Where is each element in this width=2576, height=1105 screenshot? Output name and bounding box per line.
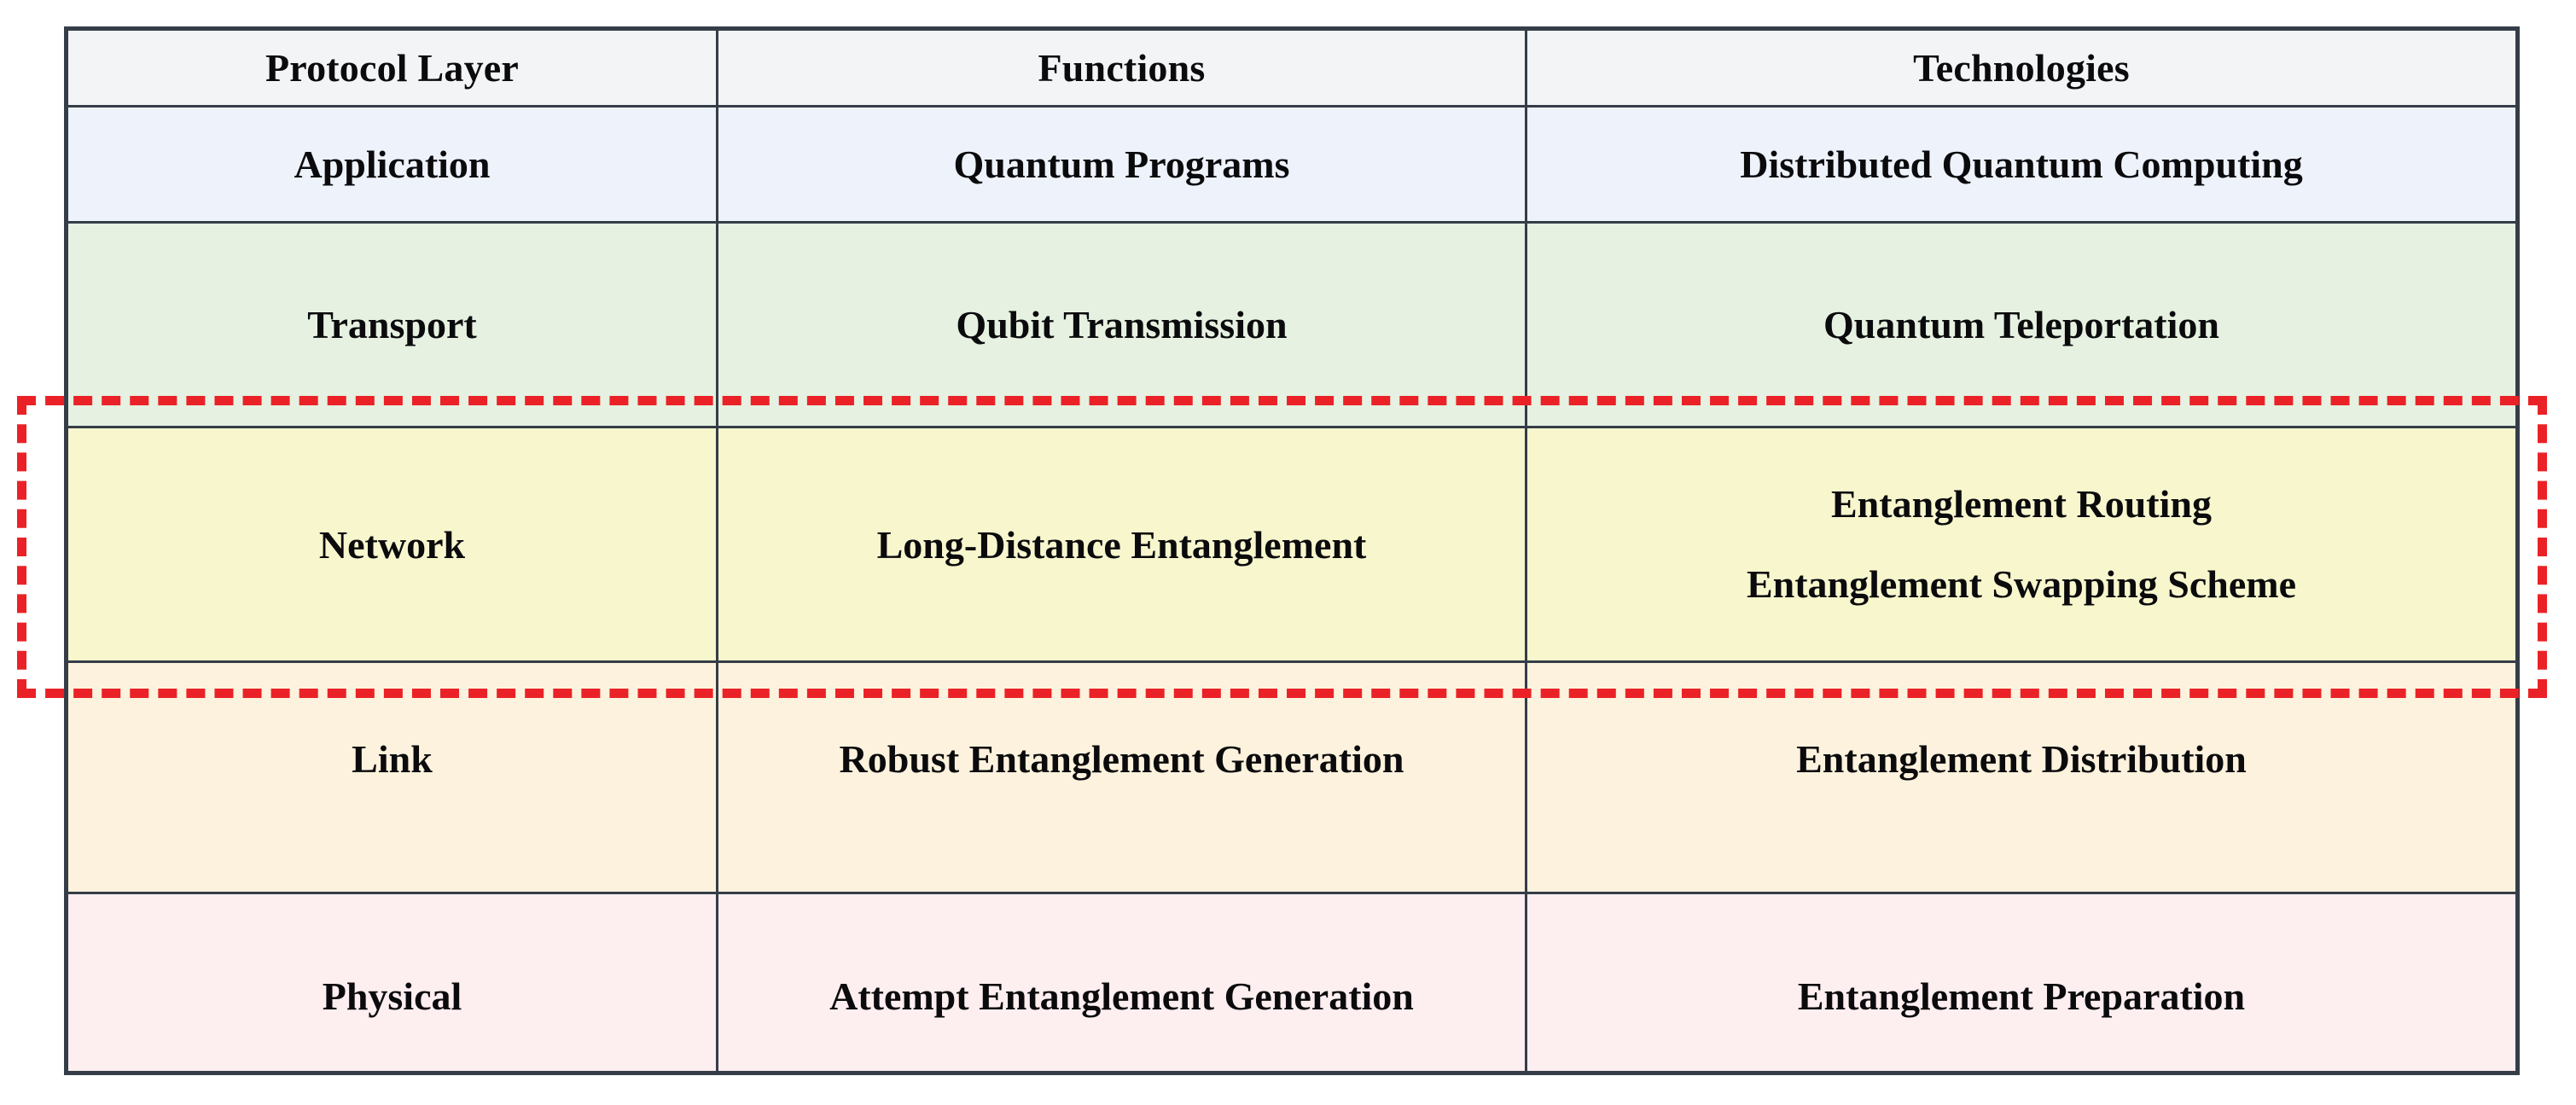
cell-functions-physical: Attempt Entanglement Generation	[716, 892, 1527, 1074]
layer-label-physical: Physical	[322, 974, 462, 1018]
column-header-functions: Functions	[716, 27, 1527, 108]
protocol-stack-table: Protocol Layer Functions Technologies Ap…	[64, 26, 2520, 1075]
table-row: Transport Qubit Transmission Quantum Tel…	[65, 221, 2519, 428]
cell-functions-application: Quantum Programs	[716, 105, 1527, 224]
cell-functions-transport: Qubit Transmission	[716, 221, 1527, 428]
cell-layer-transport: Transport	[65, 221, 718, 428]
technology-entanglement-distribution: Entanglement Distribution	[1796, 736, 2247, 781]
cell-technologies-transport: Quantum Teleportation	[1525, 221, 2519, 428]
cell-layer-network: Network	[65, 426, 718, 663]
cell-layer-application: Application	[65, 105, 718, 224]
cell-layer-link: Link	[65, 660, 718, 894]
header-row: Protocol Layer Functions Technologies	[65, 27, 2519, 108]
table-row-highlighted: Network Long-Distance Entanglement Entan…	[65, 426, 2519, 663]
cell-technologies-application: Distributed Quantum Computing	[1525, 105, 2519, 224]
technology-entanglement-swapping-scheme: Entanglement Swapping Scheme	[1746, 562, 2297, 606]
cell-layer-physical: Physical	[65, 892, 718, 1074]
technology-entanglement-preparation: Entanglement Preparation	[1797, 974, 2246, 1018]
technology-entanglement-routing: Entanglement Routing	[1831, 481, 2212, 526]
column-header-protocol-layer: Protocol Layer	[65, 27, 718, 108]
column-header-technologies: Technologies	[1525, 27, 2519, 108]
cell-functions-link: Robust Entanglement Generation	[716, 660, 1527, 894]
cell-technologies-network: Entanglement Routing Entanglement Swappi…	[1525, 426, 2519, 663]
table-row: Link Robust Entanglement Generation Enta…	[65, 660, 2519, 894]
layer-label-link: Link	[352, 736, 433, 781]
table-header: Protocol Layer Functions Technologies	[65, 27, 2519, 108]
table-body: Application Quantum Programs Distributed…	[65, 105, 2519, 1074]
cell-technologies-link: Entanglement Distribution	[1525, 660, 2519, 894]
table-row: Application Quantum Programs Distributed…	[65, 105, 2519, 224]
functions-label-physical: Attempt Entanglement Generation	[829, 974, 1414, 1018]
cell-functions-network: Long-Distance Entanglement	[716, 426, 1527, 663]
functions-label-link: Robust Entanglement Generation	[839, 736, 1404, 781]
table-row: Physical Attempt Entanglement Generation…	[65, 892, 2519, 1074]
technologies-line-stack: Entanglement Routing Entanglement Swappi…	[1536, 481, 2507, 606]
cell-technologies-physical: Entanglement Preparation	[1525, 892, 2519, 1074]
